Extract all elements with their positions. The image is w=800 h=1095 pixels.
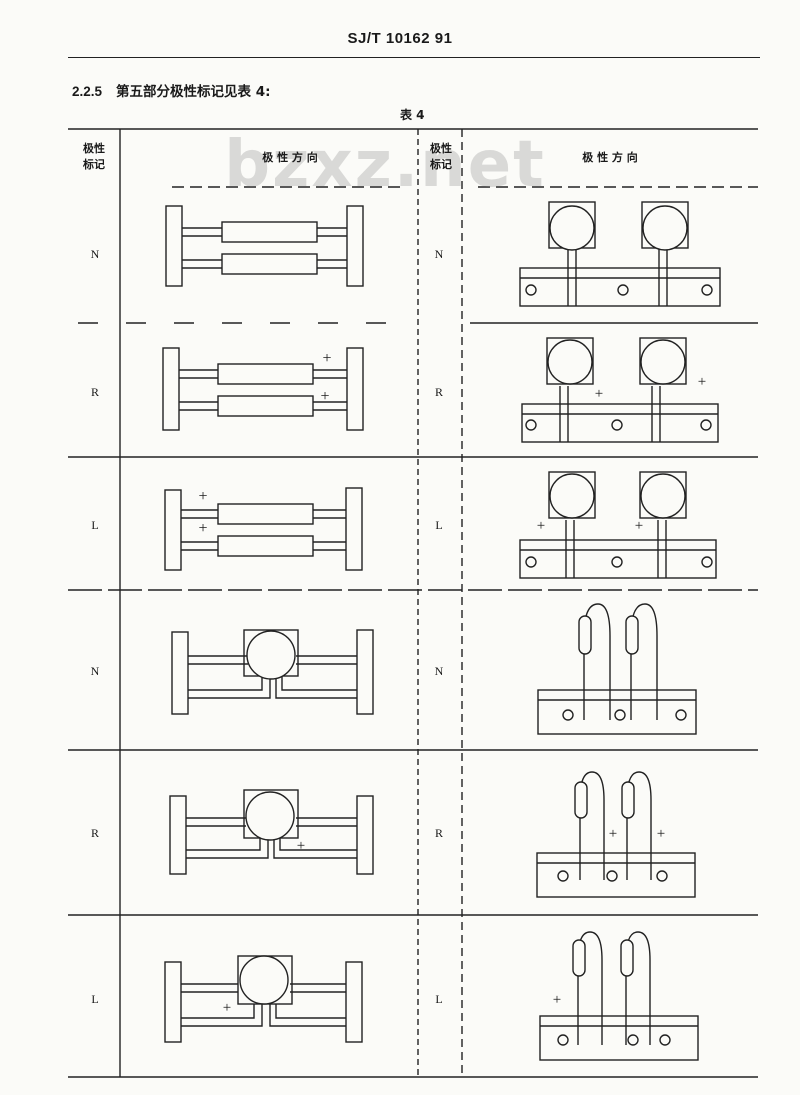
header-rule — [68, 57, 760, 58]
standard-header: SJ/T 10162 91 — [347, 30, 453, 47]
row-mark-left: N — [90, 664, 100, 678]
disc-component-diagram-l — [164, 955, 363, 1043]
disc-on-rail-diagram-r — [521, 337, 719, 443]
polarity-plus: + — [594, 386, 604, 402]
hairpin-on-rail-diagram-r — [536, 771, 696, 898]
header-polarity-direction-right: 极 性 方 向 — [582, 151, 638, 164]
row-mark-left: N — [90, 247, 100, 261]
row-mark-right: L — [435, 992, 443, 1006]
polarity-plus: + — [198, 488, 208, 505]
row-mark-left: R — [90, 385, 99, 399]
row-mark-left: L — [91, 518, 99, 532]
row-mark-right: R — [434, 826, 443, 840]
polarity-plus: + — [322, 350, 332, 367]
axial-component-diagram-n — [165, 205, 364, 287]
hairpin-on-rail-diagram-n — [537, 603, 697, 735]
row-mark-right: L — [435, 518, 443, 532]
axial-component-diagram-l — [164, 487, 363, 571]
disc-on-rail-diagram-n — [519, 201, 721, 307]
section-title: 第五部分极性标记见表 4: — [116, 84, 271, 100]
polarity-plus: + — [320, 388, 330, 405]
hairpin-on-rail-diagram-l — [539, 931, 699, 1061]
polarity-plus: + — [697, 374, 707, 390]
header-polarity-mark-left: 极性 标记 — [83, 142, 105, 171]
disc-component-diagram-n — [171, 629, 374, 715]
polarity-plus: + — [552, 992, 562, 1008]
disc-component-diagram-r — [169, 789, 374, 875]
table-caption: 表 4 — [400, 108, 425, 122]
polarity-plus: + — [222, 1000, 232, 1016]
header-polarity-direction-left: 极 性 方 向 — [262, 151, 318, 164]
polarity-plus: + — [634, 518, 644, 534]
axial-component-diagram-r — [162, 347, 364, 431]
section-number: 2.2.5 — [72, 84, 103, 99]
row-mark-right: N — [434, 664, 444, 678]
polarity-plus: + — [536, 518, 546, 534]
header-polarity-mark-right: 极性 标记 — [430, 142, 452, 171]
disc-on-rail-diagram-l — [519, 471, 717, 579]
polarity-plus: + — [656, 826, 666, 842]
polarity-plus: + — [296, 838, 306, 854]
row-mark-left: L — [91, 992, 99, 1006]
polarity-plus: + — [608, 826, 618, 842]
row-mark-right: N — [434, 247, 444, 261]
polarity-plus: + — [198, 520, 208, 537]
row-mark-right: R — [434, 385, 443, 399]
section-heading: 2.2.5 第五部分极性标记见表 4: — [72, 80, 271, 100]
row-mark-left: R — [90, 826, 99, 840]
